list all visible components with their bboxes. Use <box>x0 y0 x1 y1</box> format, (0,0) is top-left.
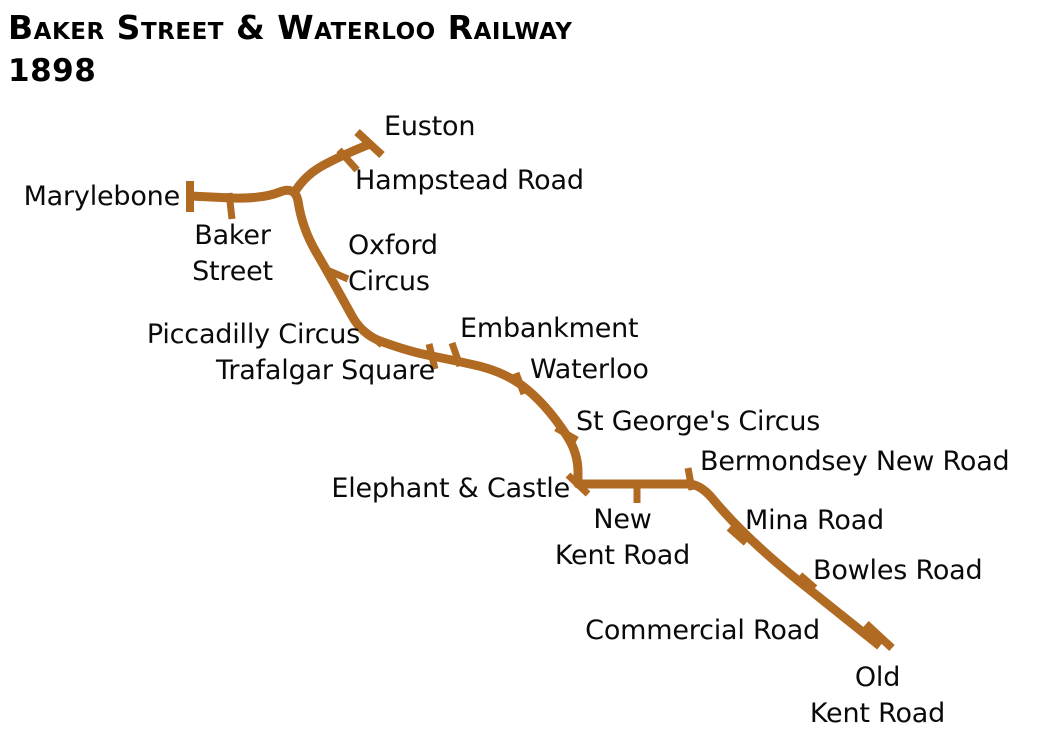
station-marker-waterloo[interactable] <box>512 371 528 396</box>
station-label-mina-road[interactable]: Mina Road <box>745 506 915 536</box>
route-lines <box>189 139 883 650</box>
station-label-text: Trafalgar Square <box>216 355 435 386</box>
station-label-text: Old <box>854 662 901 693</box>
station-label-piccadilly-circus[interactable]: Piccadilly Circus <box>110 320 360 350</box>
station-label-text: Bowles Road <box>813 555 983 586</box>
station-marker-euston[interactable] <box>354 129 385 158</box>
station-label-text: Elephant & Castle <box>331 473 570 504</box>
station-marker-commercial-road[interactable] <box>830 605 852 625</box>
station-label-bermondsey-new-road[interactable]: Bermondsey New Road <box>700 447 1045 477</box>
station-label-text: Kent Road <box>809 698 946 729</box>
station-label-text: St George's Circus <box>576 406 821 437</box>
station-label-marylebone[interactable]: Marylebone <box>0 181 181 212</box>
station-marker-oxford-circus[interactable] <box>325 266 350 283</box>
station-label-text: Waterloo <box>530 354 649 385</box>
route-main-line <box>189 185 883 650</box>
station-marker-st-georges-circus[interactable] <box>554 424 579 444</box>
station-label-text: Oxford <box>348 230 438 261</box>
station-marker-baker-street[interactable] <box>225 192 236 220</box>
station-marker-bowles-road[interactable] <box>797 572 818 591</box>
station-label-text: Piccadilly Circus <box>146 319 360 350</box>
station-marker-hampstead-road[interactable] <box>336 147 360 173</box>
station-label-text: Hampstead Road <box>355 165 584 196</box>
station-label-elephant-and-castle[interactable]: Elephant & Castle <box>300 474 570 504</box>
title-block: Baker Street & Waterloo Railway 1898 <box>8 8 572 90</box>
station-marker-elephant-and-castle[interactable] <box>565 472 591 497</box>
station-marker-mina-road[interactable] <box>726 525 749 546</box>
station-label-text: Euston <box>384 111 476 142</box>
station-label-embankment[interactable]: Embankment <box>460 314 660 344</box>
station-label-waterloo[interactable]: Waterloo <box>530 355 690 385</box>
map-year: 1898 <box>8 53 97 89</box>
station-label-text: Baker <box>194 220 271 251</box>
station-label-text: Marylebone <box>23 181 181 212</box>
station-label-euston[interactable]: Euston <box>384 112 504 142</box>
station-label-text: Kent Road <box>554 540 691 571</box>
station-label-bowles-road[interactable]: Bowles Road <box>813 556 1008 586</box>
station-markers <box>186 129 895 651</box>
page-title: Baker Street & Waterloo Railway <box>8 8 573 47</box>
station-label-hampstead-road[interactable]: Hampstead Road <box>355 166 605 196</box>
station-label-text: Circus <box>348 266 430 297</box>
station-marker-old-kent-road[interactable] <box>863 621 895 651</box>
station-label-text: New <box>593 504 652 535</box>
station-label-text: Mina Road <box>745 505 884 536</box>
station-label-st-georges-circus[interactable]: St George's Circus <box>576 407 856 437</box>
station-label-commercial-road[interactable]: Commercial Road <box>555 616 820 646</box>
station-marker-embankment[interactable] <box>448 341 464 368</box>
station-label-text: Street <box>192 256 273 287</box>
station-marker-trafalgar-square[interactable] <box>425 343 439 370</box>
station-label-text: Commercial Road <box>585 615 820 646</box>
station-marker-bermondsey-new-road[interactable] <box>684 467 696 491</box>
station-label-text: Bermondsey New Road <box>700 446 1010 477</box>
station-label-text: Embankment <box>460 313 639 344</box>
station-marker-piccadilly-circus[interactable] <box>360 326 385 348</box>
route-euston-branch <box>292 139 372 193</box>
station-label-trafalgar-square[interactable]: Trafalgar Square <box>185 356 435 386</box>
